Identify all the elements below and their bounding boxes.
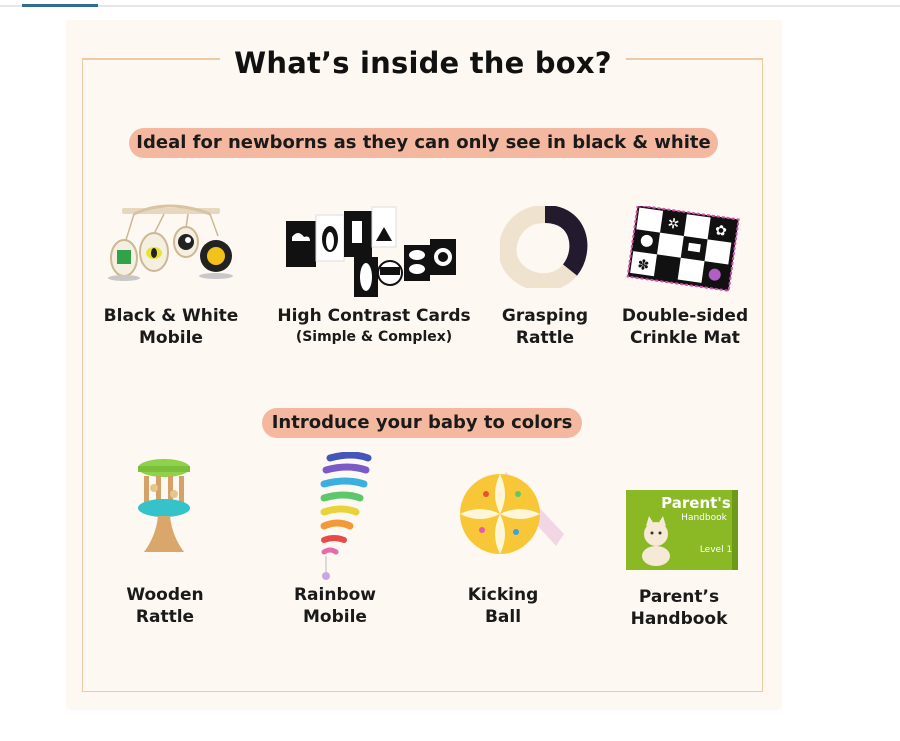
- item-label-line2: Rattle: [515, 328, 575, 348]
- item-black-white-mobile: Black & White Mobile: [96, 305, 246, 349]
- svg-text:✲: ✲: [666, 216, 680, 233]
- item-label-line1: High Contrast Cards: [277, 306, 471, 326]
- item-label-line2: Rattle: [135, 607, 195, 627]
- kicking-ball-icon: [460, 472, 564, 554]
- frame-top-left: [82, 58, 220, 60]
- black-white-mobile-icon: [108, 204, 233, 281]
- page-title: What’s inside the box?: [234, 46, 612, 80]
- item-label-line1: Grasping: [501, 306, 589, 326]
- high-contrast-cards-icon: [286, 206, 456, 297]
- rainbow-mobile-icon: [320, 452, 372, 580]
- handbook-title: Parent's: [661, 494, 731, 512]
- svg-text:✿: ✿: [714, 222, 728, 239]
- grasping-rattle-icon: [500, 206, 588, 288]
- item-kicking-ball: Kicking Ball: [448, 584, 558, 628]
- box-frame: [82, 58, 763, 692]
- item-label-line2: Crinkle Mat: [630, 328, 740, 348]
- frame-top-right: [626, 58, 763, 60]
- item-label-line1: Black & White: [103, 306, 239, 326]
- wooden-rattle-icon: [138, 459, 190, 552]
- crinkle-mat-icon: ✲ ✿ ✽: [626, 206, 740, 292]
- item-rainbow-mobile: Rainbow Mobile: [280, 584, 390, 628]
- item-wooden-rattle: Wooden Rattle: [110, 584, 220, 628]
- active-tab-indicator: [22, 4, 98, 7]
- item-label-line1: Wooden: [126, 585, 204, 605]
- item-label-line1: Double-sided: [621, 306, 749, 326]
- parents-handbook-icon: Parent's Handbook Level 1: [626, 490, 738, 570]
- item-high-contrast-cards: High Contrast Cards (Simple & Complex): [274, 305, 474, 347]
- item-label-line2: (Simple & Complex): [295, 329, 453, 345]
- item-label-line1: Rainbow: [293, 585, 377, 605]
- item-label-line1: Kicking: [467, 585, 539, 605]
- svg-text:✽: ✽: [636, 257, 650, 274]
- item-label-line2: Mobile: [139, 328, 203, 348]
- top-divider: [0, 5, 900, 7]
- handbook-level: Level 1: [700, 545, 732, 555]
- item-label-line2: Ball: [484, 607, 522, 627]
- handbook-subtitle: Handbook: [681, 513, 727, 523]
- item-label-line1: Parent’s: [638, 587, 720, 607]
- item-grasping-rattle: Grasping Rattle: [490, 305, 600, 349]
- item-label-line2: Mobile: [303, 607, 367, 627]
- section-heading-colors: Introduce your baby to colors: [262, 408, 582, 438]
- item-label-line2: Handbook: [630, 609, 728, 629]
- item-parents-handbook: Parent’s Handbook: [620, 586, 738, 630]
- item-crinkle-mat: Double-sided Crinkle Mat: [612, 305, 758, 349]
- section-heading-newborn: Ideal for newborns as they can only see …: [129, 128, 718, 158]
